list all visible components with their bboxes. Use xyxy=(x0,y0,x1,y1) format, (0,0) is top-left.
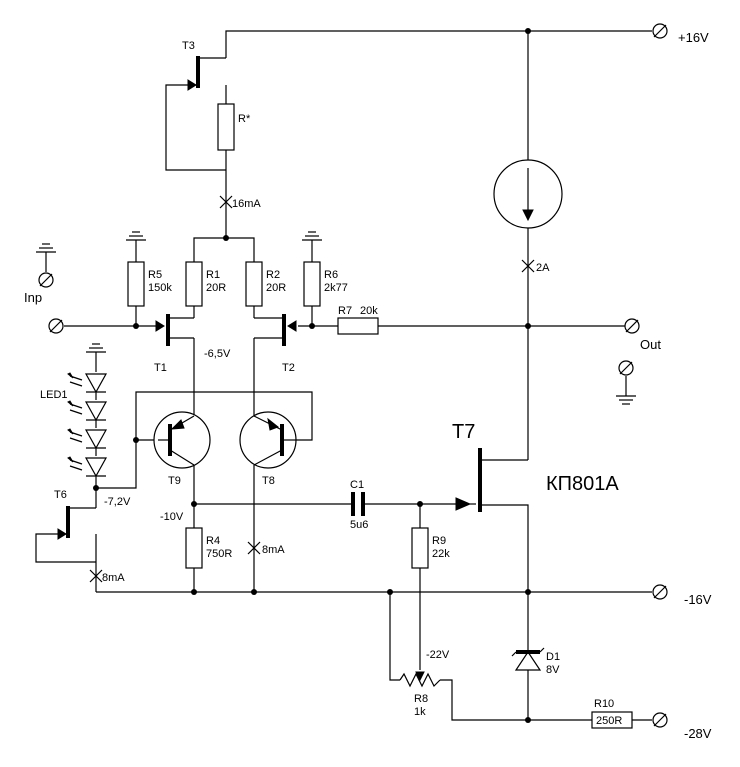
led-diode xyxy=(84,457,108,478)
ground-symbol xyxy=(616,395,636,405)
label-r7: R7 xyxy=(338,305,352,317)
mosfet-part-number: КП801А xyxy=(546,473,619,495)
terminal-input-ground[interactable] xyxy=(38,272,54,288)
capacitor-c1 xyxy=(351,492,365,516)
rail-neg28-label: -28V xyxy=(684,726,712,741)
label-r10: R10 xyxy=(594,698,614,710)
current-marker xyxy=(89,569,103,583)
label-r2: R2 xyxy=(266,269,280,281)
rail-pos16-label: +16V xyxy=(678,30,709,45)
resistor-r6 xyxy=(303,261,321,307)
annotation-16mA: 16mA xyxy=(232,198,261,210)
label-r1: R1 xyxy=(206,269,220,281)
transistor-t8 xyxy=(239,411,297,469)
output-label: Out xyxy=(640,337,661,352)
led-emission-arrows xyxy=(67,372,83,471)
terminal-out-ground[interactable] xyxy=(618,360,634,376)
terminal-pos16[interactable] xyxy=(652,23,668,39)
value-r1: 20R xyxy=(206,282,226,294)
resistor-r9 xyxy=(411,527,429,569)
resistor-r4 xyxy=(185,527,203,569)
terminal-neg28[interactable] xyxy=(652,712,668,728)
resistor-r2 xyxy=(245,261,263,307)
annotation-72V: -7,2V xyxy=(104,496,131,508)
annotation-8mA-mid: 8mA xyxy=(262,544,285,556)
led-chain xyxy=(67,372,108,482)
terminal-neg16[interactable] xyxy=(652,584,668,600)
wires xyxy=(35,30,652,721)
potentiometer-r8 xyxy=(399,671,441,688)
label-r6: R6 xyxy=(324,269,338,281)
input-label: Inp xyxy=(24,290,42,305)
label-t1: T1 xyxy=(154,362,167,374)
ground-symbol xyxy=(302,231,322,241)
value-r4: 750R xyxy=(206,548,232,560)
transistor-t3 xyxy=(187,56,226,91)
label-t3: T3 xyxy=(182,40,195,52)
value-r5: 150k xyxy=(148,282,172,294)
ground-symbol xyxy=(126,231,146,241)
transistor-t7 xyxy=(455,448,482,512)
value-r9: 22k xyxy=(432,548,450,560)
ground-symbol xyxy=(36,243,56,253)
junctions xyxy=(93,28,531,723)
label-d1: D1 xyxy=(546,651,560,663)
annotation-22V: -22V xyxy=(426,649,450,661)
ground-symbol xyxy=(86,343,106,353)
label-t2: T2 xyxy=(282,362,295,374)
value-r8: 1k xyxy=(414,706,426,718)
transistor-t1 xyxy=(155,314,194,346)
value-r7: 20k xyxy=(360,305,378,317)
value-r10: 250R xyxy=(596,715,622,727)
current-marker xyxy=(247,541,261,555)
resistor-r7 xyxy=(337,317,379,335)
led-diode xyxy=(84,401,108,422)
value-c1: 5u6 xyxy=(350,519,368,531)
transistor-t6 xyxy=(57,506,96,540)
transistor-t9 xyxy=(153,411,211,469)
zener-d1 xyxy=(511,647,545,671)
label-rstar: R* xyxy=(238,113,251,125)
value-r6: 2k77 xyxy=(324,282,348,294)
label-t7: T7 xyxy=(452,421,475,443)
label-r5: R5 xyxy=(148,269,162,281)
led-diode xyxy=(84,373,108,394)
annotation-65V: -6,5V xyxy=(204,348,231,360)
label-r8: R8 xyxy=(414,693,428,705)
label-r9: R9 xyxy=(432,535,446,547)
label-t6: T6 xyxy=(54,489,67,501)
value-r2: 20R xyxy=(266,282,286,294)
terminal-input[interactable] xyxy=(48,318,64,334)
led-diode xyxy=(84,429,108,450)
value-d1: 8V xyxy=(546,664,560,676)
annotation-10V: -10V xyxy=(160,511,184,523)
resistor-r5 xyxy=(127,261,145,307)
resistor-rstar xyxy=(217,103,235,151)
rail-neg16-label: -16V xyxy=(684,592,712,607)
terminal-out[interactable] xyxy=(624,318,640,334)
label-c1: C1 xyxy=(350,479,364,491)
annotation-8mA-left: 8mA xyxy=(102,572,125,584)
current-source-symbol xyxy=(493,159,563,229)
label-t8: T8 xyxy=(262,475,275,487)
transistor-t2 xyxy=(254,314,297,346)
resistor-r10 xyxy=(591,711,633,729)
label-led1: LED1 xyxy=(40,389,68,401)
current-marker xyxy=(219,195,233,209)
label-r4: R4 xyxy=(206,535,220,547)
label-t9: T9 xyxy=(168,475,181,487)
annotation-2A: 2A xyxy=(536,262,550,274)
resistor-r1 xyxy=(185,261,203,307)
current-marker xyxy=(521,259,535,273)
